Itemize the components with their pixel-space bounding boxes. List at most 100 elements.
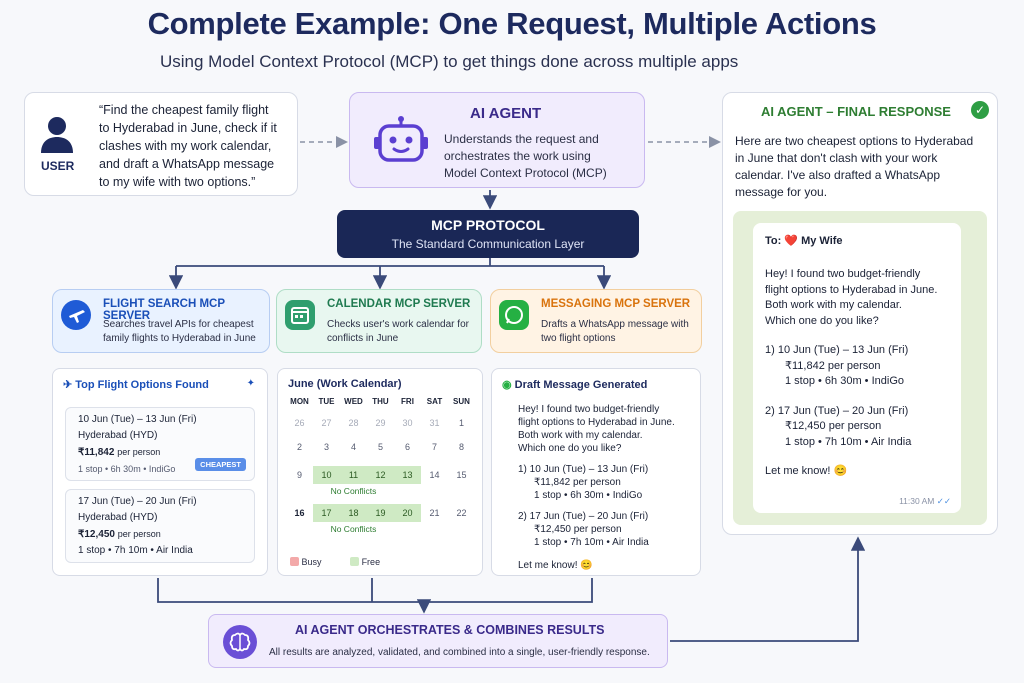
messaging-server-desc: Drafts a WhatsApp message with two fligh… xyxy=(541,319,689,344)
day-header: SAT xyxy=(426,397,443,406)
calendar-day: 1 xyxy=(458,418,464,428)
calendar-panel-header: June (Work Calendar) xyxy=(288,378,402,390)
user-request-card: USER “Find the cheapest family flight to… xyxy=(24,92,298,196)
flight-details: 1 stop • 6h 30m • IndiGo xyxy=(78,464,176,474)
flight-dates: 10 Jun (Tue) – 13 Jun (Fri) xyxy=(78,414,197,425)
flight-destination: Hyderabad (HYD) xyxy=(78,512,158,523)
final-response-title: AI AGENT – FINAL RESPONSE xyxy=(761,104,951,119)
message-bubble: To: ❤️ My Wife Hey! I found two budget-f… xyxy=(753,223,961,513)
calendar-day: 8 xyxy=(458,442,464,452)
message-timestamp: 11:30 AM ✓✓ xyxy=(899,496,951,506)
flight-server-desc: Searches travel APIs for cheapest family… xyxy=(103,319,256,344)
draft-message-body: Hey! I found two budget-friendly flight … xyxy=(518,404,675,571)
calendar-panel: June (Work Calendar) MON TUE WED THU FRI… xyxy=(277,368,483,576)
free-swatch xyxy=(350,557,360,566)
calendar-day: 29 xyxy=(375,418,386,428)
day-header: SUN xyxy=(453,397,470,406)
orchestrate-description: All results are analyzed, validated, and… xyxy=(269,647,650,658)
calendar-day: 16 xyxy=(294,508,305,518)
sparkle-icon: ✦ xyxy=(246,378,255,389)
message-draft-panel: ◉ Draft Message Generated Hey! I found t… xyxy=(491,368,701,576)
calendar-server-desc: Checks user's work calendar for conflict… xyxy=(327,319,469,344)
messaging-server: MESSAGING MCP SERVER Drafts a WhatsApp m… xyxy=(490,289,702,353)
calendar-server: CALENDAR MCP SERVER Checks user's work c… xyxy=(276,289,482,353)
calendar-day-free: 17 xyxy=(313,504,340,522)
calendar-day: 15 xyxy=(456,470,467,480)
message-panel-header: ◉ Draft Message Generated xyxy=(502,379,648,391)
flight-details: 1 stop • 7h 10m • Air India xyxy=(78,545,193,556)
calendar-day: 7 xyxy=(431,442,437,452)
busy-swatch xyxy=(290,557,299,566)
agent-description: Understands the request and orchestrates… xyxy=(444,132,607,180)
orchestrate-box: AI AGENT ORCHESTRATES & COMBINES RESULTS… xyxy=(208,614,668,668)
whatsapp-icon xyxy=(499,300,529,330)
calendar-day: 21 xyxy=(429,508,440,518)
page-subtitle: Using Model Context Protocol (MCP) to ge… xyxy=(160,52,739,71)
calendar-day-free: 19 xyxy=(367,504,394,522)
calendar-icon xyxy=(285,300,315,330)
mcp-subtitle: The Standard Communication Layer xyxy=(391,237,585,251)
flight-server-title: FLIGHT SEARCH MCP SERVER xyxy=(103,298,225,322)
calendar-day: 27 xyxy=(321,418,332,428)
calendar-day: 9 xyxy=(296,470,302,480)
flight-option-card[interactable]: 17 Jun (Tue) – 20 Jun (Fri) Hyderabad (H… xyxy=(65,489,255,563)
calendar-day: 30 xyxy=(402,418,413,428)
brain-icon xyxy=(223,625,257,659)
calendar-day-free: 18 xyxy=(340,504,367,522)
whatsapp-preview: To: ❤️ My Wife Hey! I found two budget-f… xyxy=(733,211,987,525)
user-label: USER xyxy=(41,159,75,173)
whatsapp-small-icon: ◉ xyxy=(502,379,512,391)
mcp-title: MCP PROTOCOL xyxy=(431,217,545,233)
flight-dates: 17 Jun (Tue) – 20 Jun (Fri) xyxy=(78,496,197,507)
cheapest-badge: CHEAPEST xyxy=(195,458,246,471)
calendar-server-title: CALENDAR MCP SERVER xyxy=(327,298,471,310)
calendar-day: 5 xyxy=(377,442,383,452)
message-recipient: To: ❤️ My Wife xyxy=(765,235,843,247)
messaging-server-title: MESSAGING MCP SERVER xyxy=(541,298,691,310)
calendar-day: 31 xyxy=(429,418,440,428)
calendar-day: 28 xyxy=(348,418,359,428)
flight-option-card[interactable]: 10 Jun (Tue) – 13 Jun (Fri) Hyderabad (H… xyxy=(65,407,255,481)
robot-icon xyxy=(374,116,428,162)
calendar-legend: Busy Free xyxy=(290,557,380,567)
day-header: TUE xyxy=(318,397,335,406)
final-response-card: AI AGENT – FINAL RESPONSE ✓ Here are two… xyxy=(722,92,998,535)
day-header: WED xyxy=(344,397,363,406)
calendar-day-free: 20 xyxy=(394,504,421,522)
calendar-day: 2 xyxy=(296,442,302,452)
flight-price: ₹12,450 per person xyxy=(78,529,161,540)
flight-destination: Hyderabad (HYD) xyxy=(78,430,158,441)
page-title: Complete Example: One Request, Multiple … xyxy=(147,6,877,41)
day-header: FRI xyxy=(401,397,414,406)
plane-icon xyxy=(61,300,91,330)
flight-panel-header: ✈ Top Flight Options Found xyxy=(63,379,209,391)
flight-price: ₹11,842 per person xyxy=(78,447,161,458)
calendar-day-free: 13 xyxy=(394,466,421,484)
calendar-day: 3 xyxy=(323,442,329,452)
check-icon: ✓ xyxy=(971,101,989,119)
message-body: Hey! I found two budget-friendly flight … xyxy=(765,268,938,477)
calendar-grid: MON TUE WED THU FRI SAT SUN 26 27 28 29 … xyxy=(286,397,476,534)
calendar-day-free: 10 xyxy=(313,466,340,484)
calendar-day: 6 xyxy=(404,442,410,452)
mcp-protocol-box: MCP PROTOCOL The Standard Communication … xyxy=(337,210,639,258)
ai-agent-card: AI AGENT Understands the request and orc… xyxy=(349,92,645,188)
calendar-day-free: 12 xyxy=(367,466,394,484)
plane-small-icon: ✈ xyxy=(63,379,73,391)
final-intro-text: Here are two cheapest options to Hyderab… xyxy=(735,134,974,199)
orchestrate-title: AI AGENT ORCHESTRATES & COMBINES RESULTS xyxy=(295,623,605,637)
agent-title: AI AGENT xyxy=(470,105,542,122)
calendar-day: 26 xyxy=(294,418,305,428)
calendar-day-free: 11 xyxy=(340,466,367,484)
user-quote: “Find the cheapest family flight to Hyde… xyxy=(99,103,277,189)
calendar-day: 4 xyxy=(350,442,356,452)
flight-results-panel: ✈ Top Flight Options Found ✦ 10 Jun (Tue… xyxy=(52,368,268,576)
double-check-icon: ✓✓ xyxy=(936,496,951,506)
flight-search-server: FLIGHT SEARCH MCP SERVER Searches travel… xyxy=(52,289,270,353)
calendar-day: 22 xyxy=(456,508,467,518)
day-header: THU xyxy=(372,397,389,406)
calendar-day: 14 xyxy=(429,470,440,480)
user-icon xyxy=(41,117,73,153)
no-conflicts-label: No Conflicts xyxy=(330,486,377,496)
